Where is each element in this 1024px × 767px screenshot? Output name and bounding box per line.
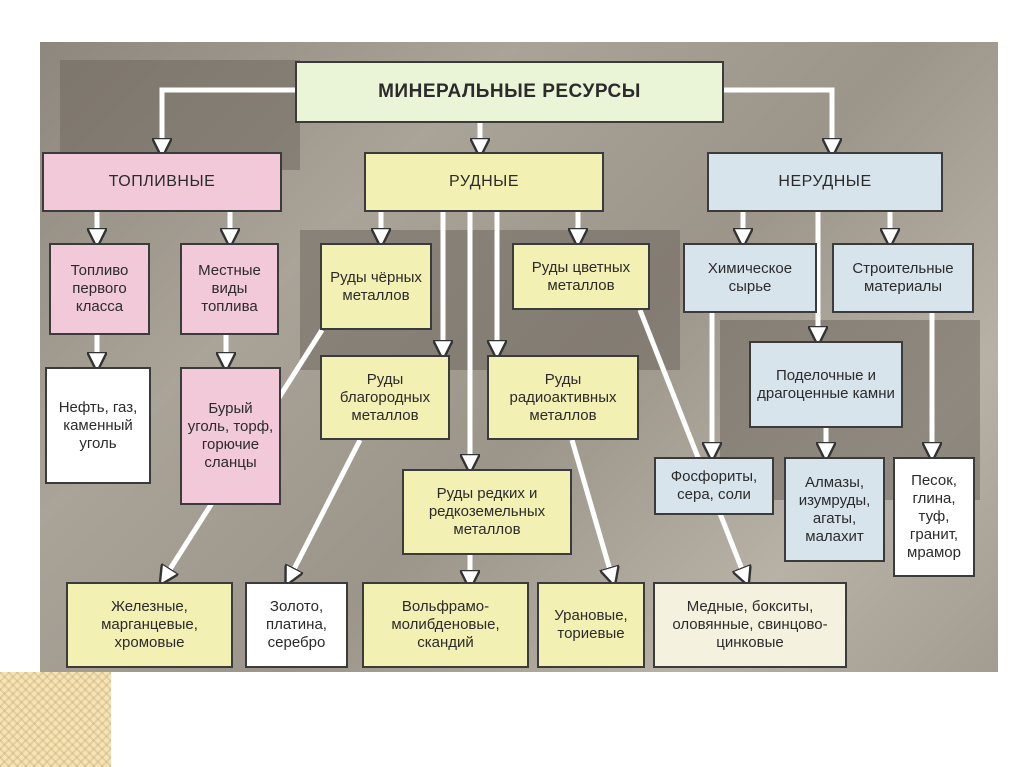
arrow: [637, 309, 745, 577]
ore-rare: Руды редких и редкоземельных металлов: [402, 469, 572, 555]
nonmetal-gems: Поделочные и драгоценные камни: [749, 341, 903, 428]
fuel-first-class-examples: Нефть, газ, каменный уголь: [45, 367, 151, 484]
ore-radioactive: Руды радиоактивных металлов: [487, 355, 639, 440]
category-fuel: ТОПЛИВНЫЕ: [42, 152, 282, 212]
ore-ferrous: Руды чёрных металлов: [320, 243, 432, 330]
category-ore: РУДНЫЕ: [364, 152, 604, 212]
title-box: МИНЕРАЛЬНЫЕ РЕСУРСЫ: [295, 61, 724, 123]
nonmetal-gems-examples: Алмазы, изумруды, агаты, малахит: [784, 457, 885, 562]
nonmetal-construction: Строительные материалы: [832, 243, 974, 313]
ore-nonferrous-examples: Медные, бокситы, оловянные, свинцово-цин…: [653, 582, 847, 668]
arrow: [290, 438, 363, 577]
ore-precious-examples: Золото, платина, серебро: [245, 582, 348, 668]
nonmetal-chemical: Химическое сырье: [683, 243, 817, 313]
arrow: [724, 87, 832, 148]
ore-radioactive-examples: Урановые, ториевые: [537, 582, 645, 668]
ore-rare-examples: Вольфрамо-молибденовые, скандий: [362, 582, 529, 668]
ore-nonferrous: Руды цветных металлов: [512, 243, 650, 310]
fuel-local: Местные виды топлива: [180, 243, 279, 335]
decorative-corner: [0, 672, 111, 767]
background-shadow: [60, 60, 300, 170]
nonmetal-chemical-examples: Фосфориты, сера, соли: [654, 457, 774, 515]
ore-ferrous-examples: Железные, марганцевые, хромовые: [66, 582, 233, 668]
category-nonmetal: НЕРУДНЫЕ: [707, 152, 943, 212]
fuel-first-class: Топливо первого класса: [49, 243, 150, 335]
ore-precious: Руды благородных металлов: [320, 355, 450, 440]
fuel-local-examples: Бурый уголь, торф, горючие сланцы: [180, 367, 281, 505]
nonmetal-construction-examples: Песок, глина, туф, гранит, мрамор: [893, 457, 975, 577]
arrow: [162, 87, 295, 148]
arrow: [569, 439, 612, 577]
